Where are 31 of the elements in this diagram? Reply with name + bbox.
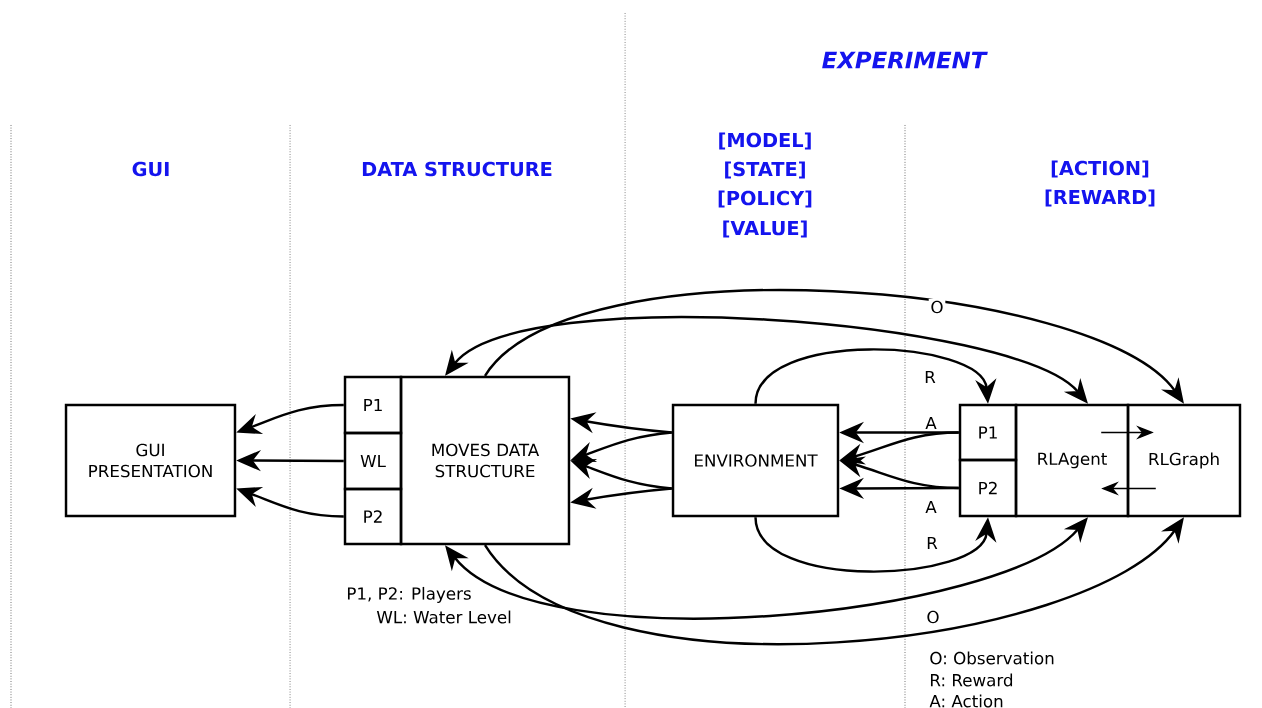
- legend-note: WL: Water Level: [376, 610, 511, 624]
- section-heading: [MODEL]: [719, 132, 811, 150]
- legend-note: O: Observation: [930, 651, 1054, 665]
- legend-note: R: Reward: [931, 673, 1013, 687]
- section-heading: [REWARD]: [1045, 189, 1155, 207]
- section-heading: [VALUE]: [723, 220, 807, 238]
- process-box: WL: [343, 431, 403, 491]
- process-box: RLGraph: [1126, 403, 1242, 518]
- diagram-title: EXPERIMENT: [822, 51, 988, 69]
- process-box: P2: [343, 487, 403, 546]
- process-box: ENVIRONMENT: [671, 403, 840, 518]
- edge-label: O: [928, 298, 946, 316]
- process-box: RLAgent: [1014, 403, 1130, 518]
- arrow: [754, 348, 997, 405]
- process-box: P1: [343, 375, 403, 435]
- edge-label: A: [923, 415, 939, 431]
- edge-label: O: [924, 608, 942, 626]
- section-heading: [STATE]: [725, 161, 805, 179]
- legend-note: P1, P2: Players: [348, 586, 471, 604]
- edge-label: A: [923, 499, 939, 515]
- section-heading: [POLICY]: [718, 190, 812, 208]
- process-box: GUI PRESENTATION: [64, 403, 237, 518]
- process-box: P2: [958, 458, 1018, 518]
- edge-label: R: [924, 535, 940, 551]
- section-heading: [ACTION]: [1051, 160, 1149, 178]
- section-heading: GUI: [132, 161, 169, 177]
- process-box: MOVES DATA STRUCTURE: [399, 375, 571, 546]
- legend-note: A: Action: [929, 694, 1003, 708]
- edge-label: R: [922, 369, 938, 385]
- section-heading: DATA STRUCTURE: [362, 161, 552, 177]
- process-box: P1: [958, 403, 1018, 462]
